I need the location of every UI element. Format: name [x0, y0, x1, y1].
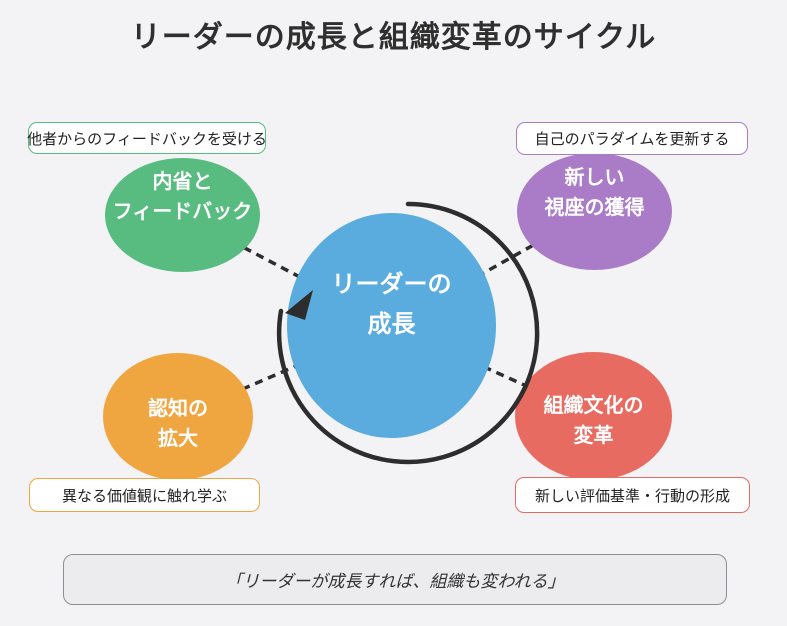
node-reflection-label-line2: フィードバック	[112, 201, 253, 223]
node-center-leader-growth: リーダーの 成長	[287, 213, 496, 438]
node-perspective-label-line1: 新しい	[564, 167, 625, 189]
node-culture-label-line1: 組織文化の	[543, 395, 644, 417]
node-cognition-label-line1: 認知の	[148, 398, 208, 420]
node-center-label: リーダーの 成長	[287, 265, 496, 345]
node-reflection-label-line1: 内省と	[152, 171, 213, 193]
tag-culture-text: 新しい評価基準・行動の形成	[534, 487, 730, 505]
quote-box: 「リーダーが成長すれば、組織も変われる」	[63, 554, 727, 605]
node-reflection: 内省と フィードバック	[105, 158, 260, 272]
tag-reflection: 他者からのフィードバックを受ける	[27, 122, 267, 154]
node-cognition-label-line2: 拡大	[158, 428, 198, 450]
node-culture: 組織文化の 変革	[515, 352, 672, 480]
node-cognition-label: 認知の 拡大	[103, 394, 253, 454]
tag-cognition-text: 異なる価値観に触れ学ぶ	[61, 487, 227, 505]
node-reflection-label: 内省と フィードバック	[105, 167, 260, 227]
node-cognition: 認知の 拡大	[103, 353, 253, 480]
quote-text: 「リーダーが成長すれば、組織も変われる」	[225, 572, 565, 591]
tag-culture: 新しい評価基準・行動の形成	[515, 477, 750, 513]
tag-cognition: 異なる価値観に触れ学ぶ	[29, 478, 260, 512]
node-center-label-line2: 成長	[367, 311, 416, 338]
node-perspective: 新しい 視座の獲得	[517, 153, 672, 270]
tag-perspective-text: 自己のパラダイムを更新する	[534, 131, 730, 148]
node-center-label-line1: リーダーの	[331, 271, 452, 298]
tag-perspective: 自己のパラダイムを更新する	[516, 122, 748, 155]
node-perspective-label-line2: 視座の獲得	[544, 197, 645, 219]
node-culture-label-line2: 変革	[573, 425, 614, 447]
tag-reflection-text: 他者からのフィードバックを受ける	[27, 130, 267, 148]
node-perspective-label: 新しい 視座の獲得	[517, 163, 672, 223]
diagram-title: リーダーの成長と組織変革のサイクル	[130, 21, 657, 54]
node-culture-label: 組織文化の 変革	[515, 391, 672, 451]
